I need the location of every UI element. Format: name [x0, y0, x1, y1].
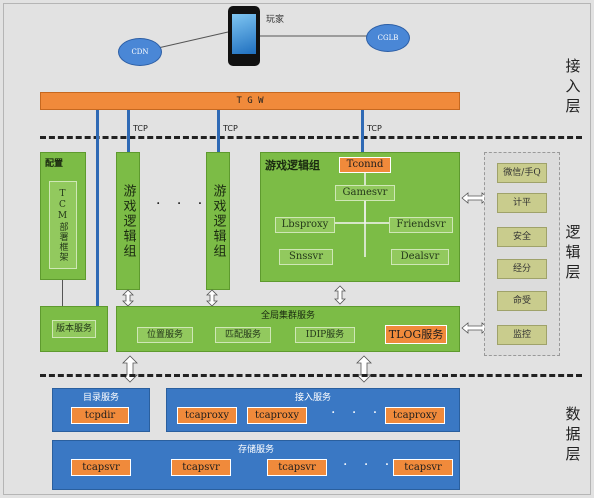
tcaproxy-node-2: tcaproxy [247, 407, 307, 424]
snssvr-node: Snssvr [279, 249, 333, 265]
config-box: 配置 TCM部署框架 [40, 152, 86, 280]
tcapsvr-node-4: tcapsvr [393, 459, 453, 476]
tcaproxy-node-1: tcaproxy [177, 407, 237, 424]
dealsvr-node: Dealsvr [391, 249, 449, 265]
tcp-label-3: TCP [367, 124, 382, 133]
logic-layer-label: 逻辑层 [565, 223, 581, 281]
gamesvr-node: Gamesvr [335, 185, 395, 201]
storage-service-box: 存储服务 tcapsvr tcapsvr tcapsvr · · · tcaps… [52, 440, 460, 490]
version-service-box: 版本服务 [40, 306, 108, 352]
version-service: 版本服务 [52, 320, 96, 338]
tcp-line-3 [217, 110, 220, 154]
access-connections [157, 31, 367, 49]
tcaproxy-node-3: tcaproxy [385, 407, 445, 424]
version-service-label: 版本服务 [55, 324, 92, 334]
external-services-column: 微信/手Q 计平 安全 经分 命受 监控 [484, 152, 560, 356]
game-group-2-label: 游戏逻辑组 [210, 183, 226, 259]
tcm-framework: TCM部署框架 [49, 181, 77, 269]
logic-dots: · · · [156, 196, 209, 212]
external-item-1: 计平 [497, 193, 547, 213]
tcapsvr-node-3: tcapsvr [267, 459, 327, 476]
cdn-cloud: CDN [118, 38, 162, 66]
tcp-label-1: TCP [133, 124, 148, 133]
access-service-title: 接入服务 [294, 393, 331, 403]
divider-top [40, 136, 582, 139]
main-game-group-title: 游戏逻辑组 [265, 159, 320, 172]
tgw-bar: T G W [40, 92, 460, 110]
directory-service-box: 目录服务 tcpdir [52, 388, 150, 432]
global-item-3: TLOG服务 [385, 325, 447, 344]
global-item-2: IDIP服务 [295, 327, 355, 343]
player-label: 玩家 [266, 15, 285, 25]
tcp-line-2 [127, 110, 130, 154]
storage-dots: · · · [343, 457, 396, 473]
tcp-label-2: TCP [223, 124, 238, 133]
phone-icon [228, 6, 260, 66]
cglb-cloud: CGLB [366, 24, 410, 52]
tcm-framework-label: TCM部署框架 [57, 188, 68, 262]
divider-bottom [40, 374, 582, 377]
config-title: 配置 [45, 159, 64, 169]
access-layer-label: 接入层 [565, 57, 581, 115]
external-item-5: 监控 [497, 325, 547, 345]
external-item-4: 命受 [497, 291, 547, 311]
access-service-box: 接入服务 tcaproxy tcaproxy · · · tcaproxy [166, 388, 460, 432]
directory-service-title: 目录服务 [82, 393, 119, 403]
tcapsvr-node-2: tcapsvr [171, 459, 231, 476]
lbsproxy-node: Lbsproxy [275, 217, 335, 233]
tcpdir-node: tcpdir [71, 407, 129, 424]
game-group-1-label: 游戏逻辑组 [120, 183, 136, 259]
friendsvr-node: Friendsvr [389, 217, 453, 233]
access-dots: · · · [331, 405, 384, 421]
external-item-2: 安全 [497, 227, 547, 247]
main-game-group: 游戏逻辑组 Tconnd Gamesvr Lbsproxy Friendsvr … [260, 152, 460, 282]
tcapsvr-node-1: tcapsvr [71, 459, 131, 476]
tcp-line-4 [361, 110, 364, 154]
storage-service-title: 存储服务 [237, 445, 274, 455]
tgw-label: T G W [236, 96, 264, 106]
external-item-0: 微信/手Q [497, 163, 547, 183]
config-connector [62, 280, 63, 306]
tcp-line-1 [96, 110, 99, 306]
tconnd-node: Tconnd [339, 157, 391, 173]
outer-frame [3, 3, 591, 495]
global-cluster-title: 全局集群服务 [260, 311, 315, 321]
global-item-0: 位置服务 [137, 327, 193, 343]
global-item-1: 匹配服务 [215, 327, 271, 343]
data-layer-label: 数据层 [565, 405, 581, 463]
game-group-2: 游戏逻辑组 [206, 152, 230, 290]
global-cluster-box: 全局集群服务 位置服务 匹配服务 IDIP服务 TLOG服务 [116, 306, 460, 352]
external-item-3: 经分 [497, 259, 547, 279]
game-group-1: 游戏逻辑组 [116, 152, 140, 290]
